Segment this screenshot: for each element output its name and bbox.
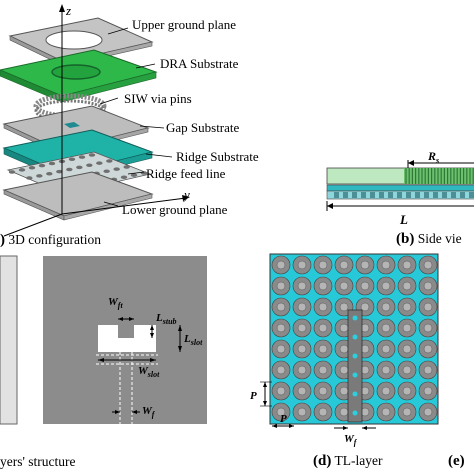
siw-via-pins-label: SIW via pins [124,91,192,106]
ridge-via [123,165,130,169]
dra-substrate-label: DRA Substrate [160,56,239,71]
ridge-via [120,175,128,180]
wft-label: Wft [108,296,123,310]
ridge-via [66,167,73,172]
ridge-via [96,161,103,165]
t-shaped-slot [98,325,156,352]
strip-via [352,334,358,340]
ridge-via [78,155,86,159]
coupling-slot [64,122,80,128]
ridge-via [56,169,63,174]
upper-ground-plane-label: Upper ground plane [132,17,236,32]
ridge-via [106,159,113,163]
lower-ground-plane-label: Lower ground plane [122,202,228,217]
y-axis [61,197,187,215]
panel-a-3d-configuration [0,4,190,237]
ridge-via [18,168,26,172]
ridge-via [38,163,46,168]
panel-b-side-view [326,160,474,211]
ridge-via [130,173,138,177]
caption-b: (b) Side vie [396,232,462,247]
caption-c-text: yers' structure [0,454,76,469]
caption-a: ) 3D configuration [0,233,101,248]
ridge-via [88,153,96,157]
ridge-via [8,170,16,174]
strip-via [352,391,358,397]
strip-via [352,315,358,321]
p-horizontal-label: P [280,413,287,425]
lstub-label: Lstub [155,312,177,326]
ridge-via [26,176,33,180]
caption-b-text: Side vie [417,231,462,246]
l-label: L [399,212,408,227]
caption-b-letter: (b) [396,231,415,247]
tl-feed-strip [347,309,363,423]
panel-c-left-fragment [0,255,18,425]
fragment-layer [0,255,18,425]
ridge-feed-line-label: Ridge feed line [146,166,226,181]
dimension-annotations: Rs L Wft Lstub Lslot Wslot Wf P P Wf [108,149,439,447]
strip-via [352,353,358,359]
ridge-substrate-label: Ridge Substrate [176,149,259,164]
caption-e: (e) [448,454,465,469]
x-axis [3,213,63,237]
side-view-teal-layer [326,184,474,192]
ridge-via [36,174,43,178]
wslot-label: Wslot [138,365,160,379]
rs-label: Rs [427,149,439,165]
dra-resonator-ring [51,64,101,80]
ridge-via [28,165,36,170]
caption-d-text: TL-layer [334,453,383,468]
panel-d-tl-layer [260,253,439,430]
ridge-via [86,163,93,168]
ridge-via [48,161,56,166]
strip-via [352,410,358,416]
lslot-label: Lslot [183,333,203,347]
caption-d-letter: (d) [313,453,332,469]
side-view-ridge-vias [334,192,474,198]
upper-ground-plane-aperture [45,30,103,50]
gap-substrate-label: Gap Substrate [166,120,240,135]
caption-a-text: 3D configuration [8,232,101,247]
caption-e-letter: (e) [448,453,465,469]
ridge-via [46,171,53,176]
panel-slot-layer [43,256,207,424]
caption-c: yers' structure [0,455,76,469]
tl-strip-small-vias [352,315,358,416]
wf-tl-label: Wf [344,433,358,447]
caption-a-letter: ) [0,232,5,248]
ridge-via [68,157,76,162]
z-axis-label: z [66,3,72,18]
wf-slot-label: Wf [142,405,156,419]
y-axis-label: y [184,187,190,202]
ridge-via [113,167,120,171]
siw-via-ring [33,93,107,119]
side-view-via-hatch [405,168,474,184]
ridge-via [103,169,110,174]
caption-d: (d) TL-layer [313,454,382,469]
ridge-via [76,165,83,170]
strip-via [352,372,358,378]
p-vertical-label: P [250,390,257,402]
